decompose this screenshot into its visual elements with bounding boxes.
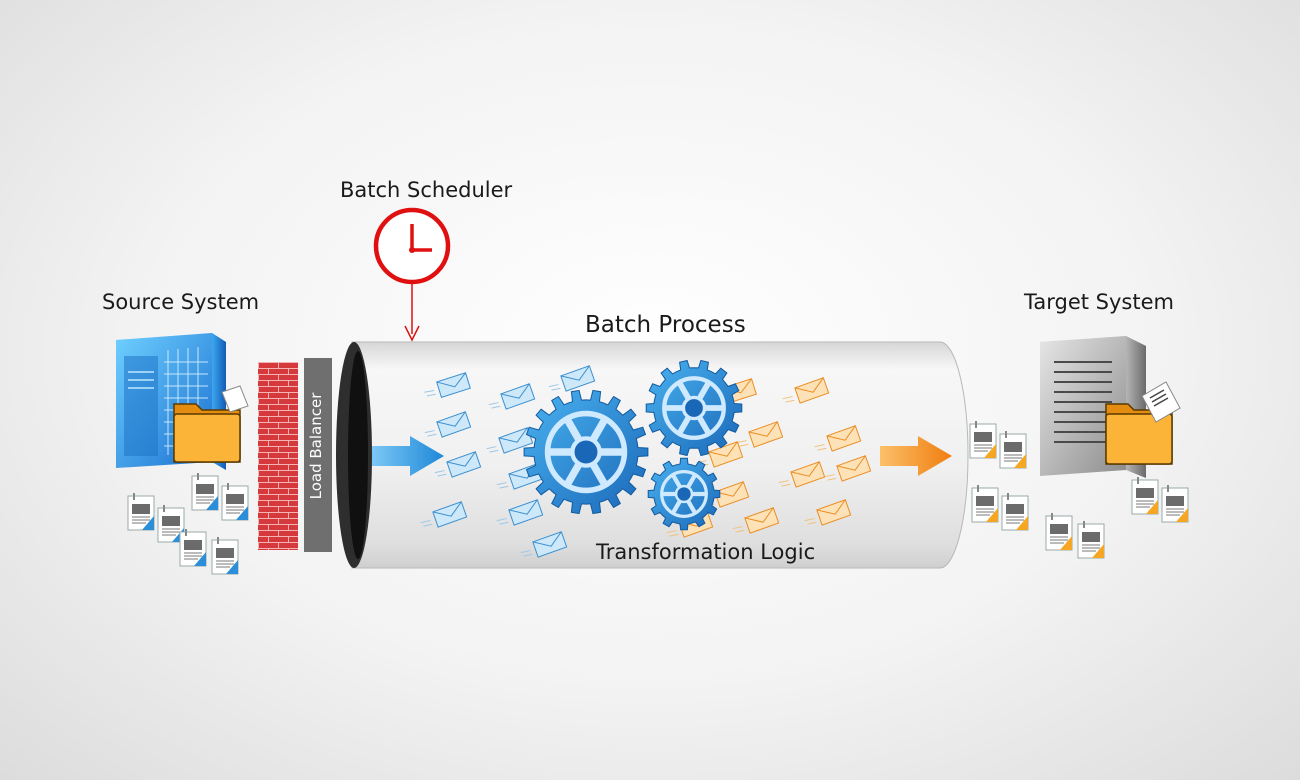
target-system-label: Target System — [1024, 290, 1174, 314]
document-icon — [969, 420, 997, 459]
outbound-arrow-icon — [880, 436, 952, 476]
document-icon — [127, 492, 155, 531]
inbound-arrow-icon — [372, 436, 444, 476]
source-system-label: Source System — [102, 290, 260, 314]
target-folder-icon — [1105, 381, 1181, 465]
document-icon — [179, 528, 207, 567]
document-icon — [191, 472, 219, 511]
document-icon — [1045, 512, 1073, 551]
document-icon — [211, 536, 239, 575]
firewall-icon — [258, 362, 298, 550]
transformation-gears — [523, 359, 743, 531]
gear-icon — [647, 457, 721, 531]
document-icon — [971, 484, 999, 523]
batch-scheduler-clock-icon — [373, 207, 451, 342]
source-folder-icon — [173, 385, 249, 463]
load-balancer — [304, 358, 332, 552]
batch-process-label: Batch Process — [585, 312, 746, 338]
document-icon — [1077, 520, 1105, 559]
gear-icon — [645, 359, 743, 457]
transformation-logic-label: Transformation Logic — [596, 540, 816, 564]
document-icon — [1001, 492, 1029, 531]
document-icon — [221, 482, 249, 521]
batch-scheduler-label: Batch Scheduler — [340, 178, 513, 202]
load-balancer-label: Load Balancer — [307, 392, 325, 500]
document-icon — [1161, 484, 1189, 523]
gear-icon — [523, 389, 649, 515]
document-icon — [999, 430, 1027, 469]
source-documents — [127, 472, 249, 575]
document-icon — [1131, 476, 1159, 515]
